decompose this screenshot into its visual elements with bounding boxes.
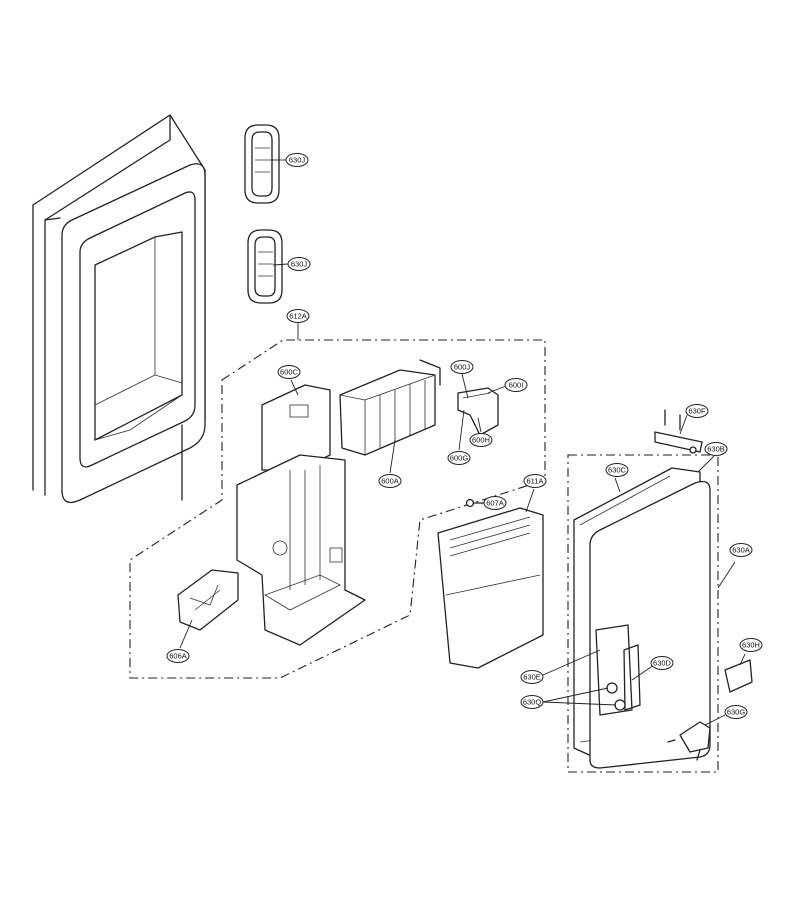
callout-630f: 630F	[685, 404, 709, 418]
callout-600a: 600A	[378, 474, 402, 488]
callout-630j-bottom: 630J	[287, 257, 311, 271]
svg-text:600A: 600A	[381, 477, 399, 486]
svg-text:630D: 630D	[653, 659, 672, 668]
screw-607a	[465, 498, 485, 508]
callout-630e: 630E	[520, 670, 544, 684]
callout-611a: 611A	[523, 474, 547, 488]
callout-630q: 630Q	[520, 695, 544, 709]
ice-maker	[339, 359, 441, 456]
part-630h	[724, 659, 753, 693]
door-frame	[32, 114, 206, 504]
svg-text:630G: 630G	[727, 708, 746, 717]
svg-text:600G: 600G	[450, 454, 469, 463]
callout-607a: 607A	[483, 496, 507, 510]
handle-top	[244, 124, 280, 204]
svg-text:630J: 630J	[291, 260, 308, 269]
leader-lines	[179, 159, 746, 726]
svg-text:630E: 630E	[523, 673, 541, 682]
svg-text:611A: 611A	[527, 477, 544, 486]
callout-630d: 630D	[650, 656, 674, 670]
callout-630b: 630B	[704, 442, 728, 456]
callout-600h: 600H	[469, 433, 493, 447]
ice-bin-housing	[236, 384, 366, 646]
svg-text:612A: 612A	[289, 312, 307, 321]
bracket-606a	[177, 569, 239, 631]
svg-text:607A: 607A	[486, 499, 504, 508]
callout-600c: 600C	[277, 365, 301, 379]
svg-text:630C: 630C	[608, 466, 627, 475]
hinge-630f	[654, 409, 703, 454]
callout-630h: 630H	[739, 638, 763, 652]
assembly-612a-outline	[129, 339, 546, 679]
svg-text:630F: 630F	[688, 407, 706, 416]
svg-text:600J: 600J	[454, 363, 471, 372]
callout-600i: 600I	[504, 378, 528, 392]
callout-630g: 630G	[724, 705, 748, 719]
callout-630j-top: 630J	[285, 153, 309, 167]
callout-600j: 600J	[450, 360, 474, 374]
svg-text:630H: 630H	[742, 641, 760, 650]
assembly-630a-outline	[567, 454, 719, 773]
door-assembly	[573, 467, 711, 769]
callout-630a: 630A	[729, 543, 753, 557]
callout-600g: 600G	[447, 451, 471, 465]
svg-text:630B: 630B	[707, 445, 725, 454]
handle-bottom	[247, 229, 283, 304]
svg-text:600H: 600H	[472, 436, 490, 445]
svg-text:630A: 630A	[732, 546, 750, 555]
callout-612a: 612A	[286, 309, 310, 323]
callout-606a: 606A	[166, 649, 190, 663]
svg-text:606A: 606A	[169, 652, 187, 661]
svg-text:600C: 600C	[280, 368, 299, 377]
svg-text:630J: 630J	[289, 156, 306, 165]
svg-text:630Q: 630Q	[523, 698, 542, 707]
svg-text:600I: 600I	[509, 381, 524, 390]
callout-630c: 630C	[605, 463, 629, 477]
part-630g	[667, 721, 711, 761]
cover-611a	[437, 507, 544, 669]
